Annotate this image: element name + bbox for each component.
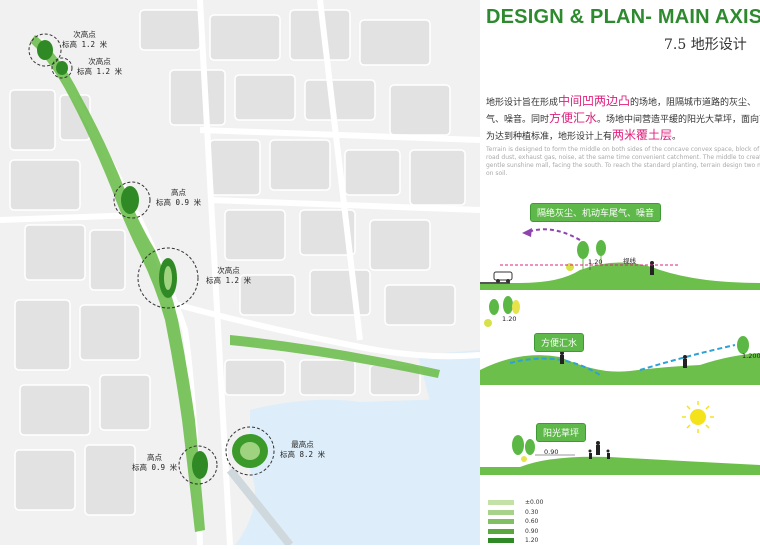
map-label-name: 次高点 [88,57,111,66]
water-flow-arrow [639,344,736,371]
sightline-label: 视线 [623,257,636,265]
person-icon [588,441,610,459]
desc-highlight: 两米覆土层 [612,128,673,142]
section-3-drawing [480,401,760,475]
legend-swatch [488,528,514,534]
person-icon [650,261,654,275]
section-1-drawing [480,228,760,290]
desc-text: 的场地，阻隔城市道路的灰尘、 [630,98,757,108]
section-2-height-right: 1.200 [742,352,760,360]
legend-value: 0.60 [525,518,539,525]
map-label-elevation: 标高 0.9 米 [132,463,178,472]
desc-text: 气、噪音。同时 [486,115,550,125]
legend-value: 0.90 [525,527,539,535]
highest-point-circle [225,426,275,476]
water-body [235,398,480,545]
desc-text: 。 [672,132,682,142]
tree-icon [512,435,535,462]
map-label-sub-high-1: 次高点 标高 1.2 米 [62,30,107,50]
map-label-name: 次高点 [217,266,240,275]
section-2-label: 方便汇水 [534,333,585,352]
high-point-circle-1 [28,33,62,67]
desc-highlight: 中间凹两边凸 [558,94,631,108]
map-label-elevation: 标高 8.2 米 [280,450,326,459]
desc-text: 。场地中间营造平缓的阳光大草坪，面向南方 [597,115,760,125]
map-label-name: 高点 [147,453,163,462]
description-english: Terrain is designed to form the middle o… [486,146,760,177]
legend-swatch [488,538,514,543]
legend-swatch [488,509,514,515]
map-label-elevation: 标高 0.9 米 [156,198,202,207]
legend-swatch [488,500,514,505]
map-label-name: 高点 [171,188,187,197]
site-plan-map: 次高点 标高 1.2 米 次高点 标高 1.2 米 高点 标高 0.9 米 次高… [0,0,481,548]
dust-arrow [524,228,581,241]
high-point-circle-5 [178,445,218,485]
desc-text: 为达到种植标准，地形设计上有 [486,132,613,142]
map-label-elevation: 标高 1.2 米 [206,276,252,285]
legend-value: 1.20 [525,537,539,544]
map-label-high-2: 高点 标高 0.9 米 [132,453,177,473]
map-label-sub-high-2: 次高点 标高 1.2 米 [77,57,122,77]
design-panel: DESIGN & PLAN- MAIN AXIS 7.5 地形设计 地形设计旨在… [480,0,760,545]
legend-value: ±0.00 [525,499,544,506]
car-icon [493,271,513,283]
map-drawing [0,0,481,548]
section-1-label: 隔绝灰尘、机动车尾气、噪音 [530,203,662,222]
section-1-height: 1.20 [588,258,603,266]
desc-highlight: 方便汇水 [549,111,598,125]
tree-icon [484,296,749,354]
legend-value: 0.30 [525,508,539,516]
high-point-circle-4 [137,247,199,309]
map-label-high-1: 高点 标高 0.9 米 [156,188,201,208]
map-label-sub-high-3: 次高点 标高 1.2 米 [206,266,251,286]
page-title: DESIGN & PLAN- MAIN AXIS [486,6,760,28]
page-subtitle: 7.5 地形设计 [664,37,747,53]
person-icon [560,351,687,368]
high-point-circle-3 [113,181,151,219]
high-point-circle-2 [51,57,73,79]
water-flow-arrow [509,357,601,376]
section-2-height-left: 1.20 [502,315,517,323]
sun-icon [682,401,714,433]
map-label-highest: 最高点 标高 8.2 米 [280,440,325,460]
map-label-name: 最高点 [291,440,314,449]
tree-icon [566,240,606,271]
map-label-elevation: 标高 1.2 米 [77,67,123,76]
legend-swatch [488,519,514,524]
map-label-name: 次高点 [73,30,96,39]
map-label-elevation: 标高 1.2 米 [62,40,108,49]
section-3-height: 0.90 [544,448,559,456]
description-chinese: 地形设计旨在形成中间凹两边凸的场地，阻隔城市道路的灰尘、 气、噪音。同时方便汇水… [486,94,760,145]
desc-text: 地形设计旨在形成 [486,98,559,108]
section-2-drawing [480,296,760,385]
section-3-label: 阳光草坪 [536,423,587,442]
